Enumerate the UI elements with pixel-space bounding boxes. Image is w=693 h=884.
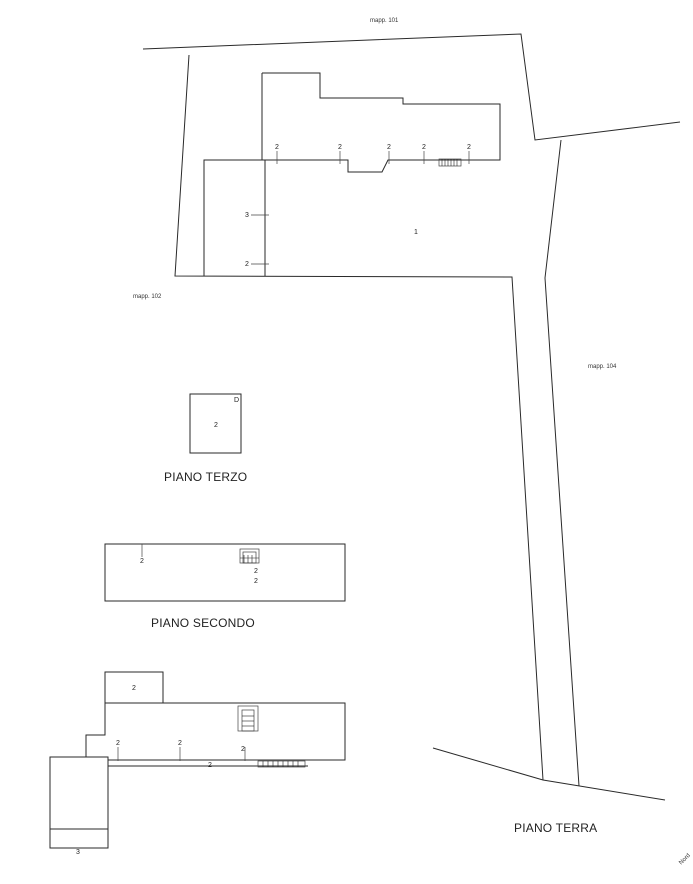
north-arrow-label: Nord bbox=[678, 853, 691, 866]
second-floor-title: PIANO SECONDO bbox=[151, 616, 255, 630]
ground-floor-wing-label: 3 bbox=[76, 849, 80, 856]
ground-floor-stair bbox=[237, 705, 259, 732]
site-building: 2 2 2 2 2 3 2 1 bbox=[203, 72, 501, 276]
second-floor-stair bbox=[239, 548, 260, 564]
marker-label: 2 bbox=[245, 261, 249, 268]
ground-floor-marker: 2 bbox=[241, 746, 245, 753]
ground-floor-outline bbox=[85, 702, 346, 761]
ground-floor-step-hatch bbox=[257, 760, 306, 768]
third-floor-room-label: 2 bbox=[214, 422, 218, 429]
marker-label: 3 bbox=[245, 212, 249, 219]
third-floor-room bbox=[189, 393, 242, 454]
boundary-east-strip bbox=[544, 139, 580, 787]
parcel-label-west: mapp. 102 bbox=[133, 294, 162, 300]
second-floor-marker: 2 bbox=[254, 568, 258, 575]
ground-floor-marker: 2 bbox=[178, 740, 182, 747]
parcel-label-north: mapp. 101 bbox=[370, 18, 399, 24]
ground-floor-portico-label: 2 bbox=[208, 762, 212, 769]
marker-label: 2 bbox=[275, 144, 279, 151]
ground-floor-plan: 2 3 2 2 2 2 PIANO TERRA bbox=[49, 671, 597, 856]
second-floor-marker: 2 bbox=[140, 558, 144, 565]
courtyard-label: 1 bbox=[414, 229, 418, 236]
boundary-west-site bbox=[174, 54, 544, 781]
boundary-north bbox=[142, 33, 681, 141]
site-stair-hatch bbox=[438, 158, 462, 167]
ground-floor-wing bbox=[49, 756, 109, 849]
ground-floor-box-label: 2 bbox=[132, 685, 136, 692]
third-floor-plan: D 2 PIANO TERZO bbox=[164, 393, 247, 484]
ground-floor-title: PIANO TERRA bbox=[514, 821, 597, 835]
marker-label: 2 bbox=[422, 144, 426, 151]
third-floor-title: PIANO TERZO bbox=[164, 470, 247, 484]
ground-floor-marker: 2 bbox=[116, 740, 120, 747]
marker-label: 2 bbox=[387, 144, 391, 151]
marker-label: 2 bbox=[338, 144, 342, 151]
marker-label: 2 bbox=[467, 144, 471, 151]
second-floor-outline bbox=[104, 543, 346, 602]
second-floor-marker: 2 bbox=[254, 578, 258, 585]
third-floor-d-label: D bbox=[234, 397, 239, 404]
building-outline bbox=[262, 72, 501, 276]
annex-outline bbox=[203, 159, 265, 276]
boundary-south bbox=[432, 747, 666, 801]
parcel-label-east: mapp. 104 bbox=[588, 364, 617, 370]
parcel-boundaries bbox=[142, 33, 681, 801]
second-floor-plan: 2 2 2 PIANO SECONDO bbox=[104, 543, 346, 630]
site-markers: 2 2 2 2 2 3 2 1 bbox=[245, 144, 471, 268]
